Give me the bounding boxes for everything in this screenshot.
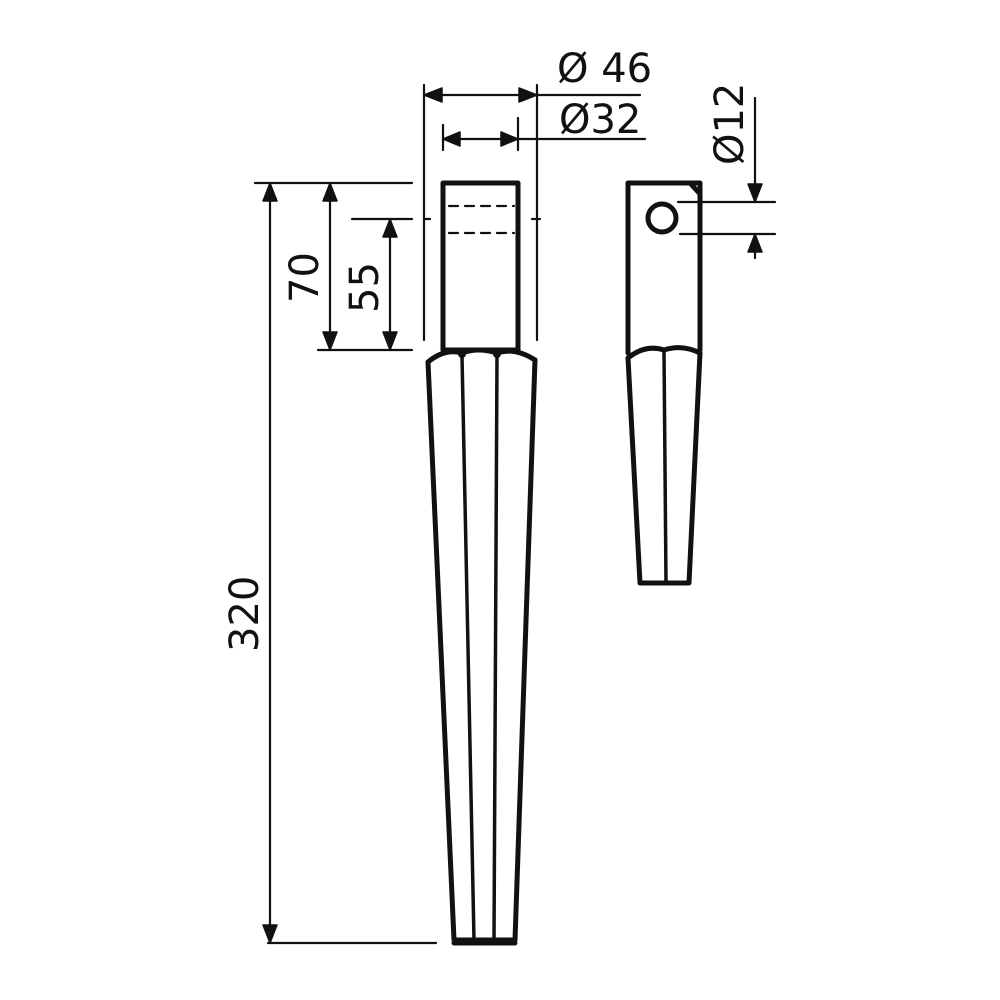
arrow-down xyxy=(747,183,763,203)
hole-depth-label: 55 xyxy=(342,262,388,313)
arrow-right xyxy=(500,131,519,147)
hole-diameter-label: Ø12 xyxy=(707,83,753,165)
arrow-down xyxy=(262,924,278,944)
dimension-hole-12: Ø12 xyxy=(676,83,777,260)
side-shank xyxy=(625,180,703,356)
dimension-length-320: 320 xyxy=(222,181,438,945)
shoulder-mark-left xyxy=(458,350,466,358)
arrow-left xyxy=(423,87,443,103)
shank-body xyxy=(440,180,521,353)
front-view xyxy=(425,180,538,946)
arrow-right xyxy=(518,87,538,103)
arrow-left xyxy=(442,131,461,147)
side-flute xyxy=(662,349,668,585)
arrow-up xyxy=(382,218,398,238)
shoulder xyxy=(425,347,538,365)
dimension-length-70: 70 xyxy=(282,181,414,352)
blade-flute-left xyxy=(460,354,476,942)
dimension-length-55: 55 xyxy=(342,217,414,352)
shoulder-mark-right xyxy=(493,350,501,358)
total-length-label: 320 xyxy=(222,576,268,652)
dimension-diameter-46: Ø 46 xyxy=(422,46,652,342)
blade-flute-right xyxy=(492,354,499,942)
arrow-up xyxy=(322,182,338,202)
outer-diameter-label: Ø 46 xyxy=(557,46,652,92)
side-view xyxy=(625,180,703,586)
arrow-down xyxy=(382,331,398,351)
shank-length-label: 70 xyxy=(282,252,328,303)
arrow-up xyxy=(747,233,763,253)
side-top-corner xyxy=(687,180,703,197)
dimension-diameter-32: Ø32 xyxy=(441,97,647,152)
bolt-hole xyxy=(645,201,679,235)
blade-outline xyxy=(425,357,538,943)
arrow-down xyxy=(322,331,338,351)
inner-diameter-label: Ø32 xyxy=(559,97,641,143)
arrow-up xyxy=(262,182,278,202)
